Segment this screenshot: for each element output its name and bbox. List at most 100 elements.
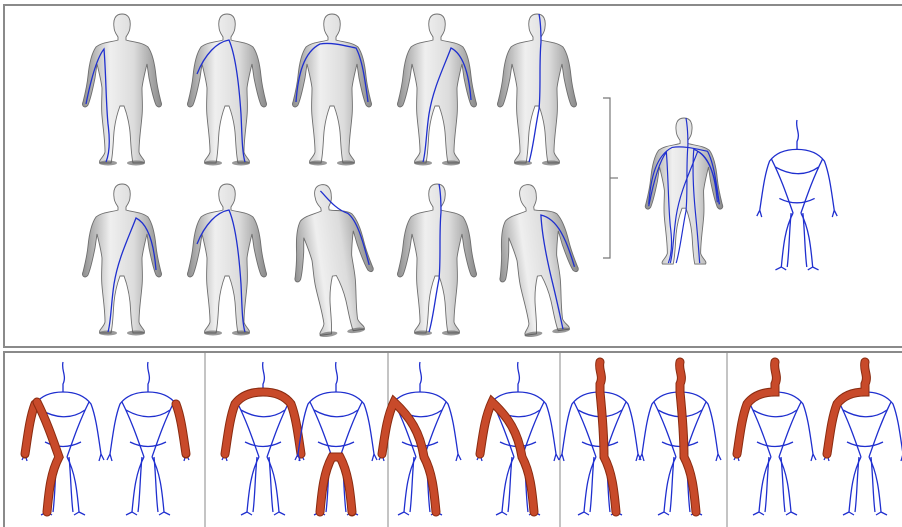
skeleton-edge <box>839 402 861 457</box>
mesh-body <box>645 118 722 264</box>
skeleton-edge <box>110 392 148 454</box>
skeleton-edge <box>775 392 813 454</box>
skeleton-edge <box>122 402 144 457</box>
skeleton-edge <box>562 392 600 454</box>
skeleton-edge <box>340 402 362 457</box>
skeleton-edge <box>518 362 520 392</box>
foot-shadow <box>442 161 460 166</box>
mesh-body <box>397 184 476 333</box>
skeleton <box>639 362 721 515</box>
mesh-figure <box>397 184 476 336</box>
skeleton-edge <box>152 402 174 457</box>
skeleton-edge <box>63 362 65 392</box>
mesh-body <box>187 184 266 333</box>
skeleton-edge <box>574 402 596 457</box>
skeleton-edge <box>849 457 861 512</box>
mesh-figure <box>187 14 266 166</box>
skeleton-edge <box>263 362 265 392</box>
foot-shadow <box>542 161 560 166</box>
skeleton-edge <box>654 402 676 457</box>
skeleton-edge <box>267 457 279 512</box>
skeleton-edge <box>753 410 797 417</box>
mesh-body <box>187 14 266 163</box>
skeleton <box>295 362 377 515</box>
skeleton-edge <box>502 457 514 512</box>
skeleton-edge <box>847 442 883 447</box>
skeleton-edge <box>797 149 834 210</box>
mesh-body <box>292 14 371 163</box>
foot-shadow <box>442 331 460 336</box>
skeleton-edge <box>584 457 596 512</box>
skeleton-edge <box>63 392 101 454</box>
skeleton-edge <box>67 402 89 457</box>
skeleton-edge <box>760 149 797 210</box>
mesh-body <box>397 14 476 163</box>
group-dividers <box>205 352 727 527</box>
skeleton-edge <box>267 402 289 457</box>
mesh-body <box>497 14 576 163</box>
skeleton-edge <box>843 410 887 417</box>
foot-shadow <box>127 331 145 336</box>
skeleton-edge <box>779 198 814 202</box>
mesh-figure <box>487 179 586 340</box>
skeleton-edge <box>522 402 544 457</box>
skeleton <box>379 362 461 515</box>
foot-shadow <box>127 161 145 166</box>
skeleton-edge <box>152 457 164 512</box>
skeleton-edge <box>642 392 680 454</box>
skeleton-edge <box>801 213 813 267</box>
skeleton-edge <box>775 267 818 270</box>
skeleton-edge <box>869 402 891 457</box>
mesh-figure <box>282 179 381 340</box>
merged-paths-mesh <box>645 118 722 264</box>
skeleton-edge <box>757 210 837 217</box>
skeleton-edge <box>245 442 281 447</box>
skeleton <box>22 362 104 515</box>
mesh-figure <box>497 14 576 166</box>
skeleton-edge <box>753 512 797 515</box>
skeleton <box>477 362 559 515</box>
skeleton-edge <box>336 362 338 392</box>
skeleton <box>107 362 189 515</box>
mesh-figure <box>397 14 476 166</box>
skeleton <box>824 362 902 515</box>
skeleton-edge <box>247 457 259 512</box>
skeleton-edge <box>772 159 794 213</box>
skeleton-edge <box>843 512 887 515</box>
skeleton <box>222 362 304 515</box>
foot-shadow <box>99 161 117 166</box>
skeleton-graph <box>757 120 837 270</box>
foot-shadow <box>204 161 222 166</box>
skeleton-edge <box>424 402 446 457</box>
skeleton-edge <box>404 457 416 512</box>
mesh-figure <box>82 184 161 336</box>
skeleton-edge <box>759 457 771 512</box>
skeleton-edge <box>148 362 150 392</box>
skeleton-edge <box>132 457 144 512</box>
mesh-figure <box>187 184 266 336</box>
skeleton-edge <box>67 457 79 512</box>
skeleton-edge <box>664 457 676 512</box>
skeleton-edge <box>779 457 791 512</box>
skeleton-edge <box>314 410 358 417</box>
skeleton <box>734 362 816 515</box>
mesh-figures-grid <box>82 14 586 340</box>
highlighted-skeletons <box>22 362 902 515</box>
skeleton-edge <box>130 442 166 447</box>
skeleton-edge <box>420 362 422 392</box>
mesh-body <box>82 184 161 333</box>
skeleton-edge <box>336 392 374 454</box>
skeleton-edge <box>797 120 799 149</box>
skeleton-edge <box>781 213 793 267</box>
skeleton-edge <box>126 410 170 417</box>
skeleton-edge <box>222 454 304 461</box>
mesh-body <box>82 14 161 163</box>
mesh-figure <box>82 14 161 166</box>
skeleton-edge <box>310 402 332 457</box>
skeleton-edge <box>824 454 902 461</box>
skeleton-edge <box>318 442 354 447</box>
skeleton-edge <box>757 442 793 447</box>
skeleton-edge <box>749 402 771 457</box>
mesh-figure <box>292 14 371 166</box>
skeleton <box>757 120 837 270</box>
